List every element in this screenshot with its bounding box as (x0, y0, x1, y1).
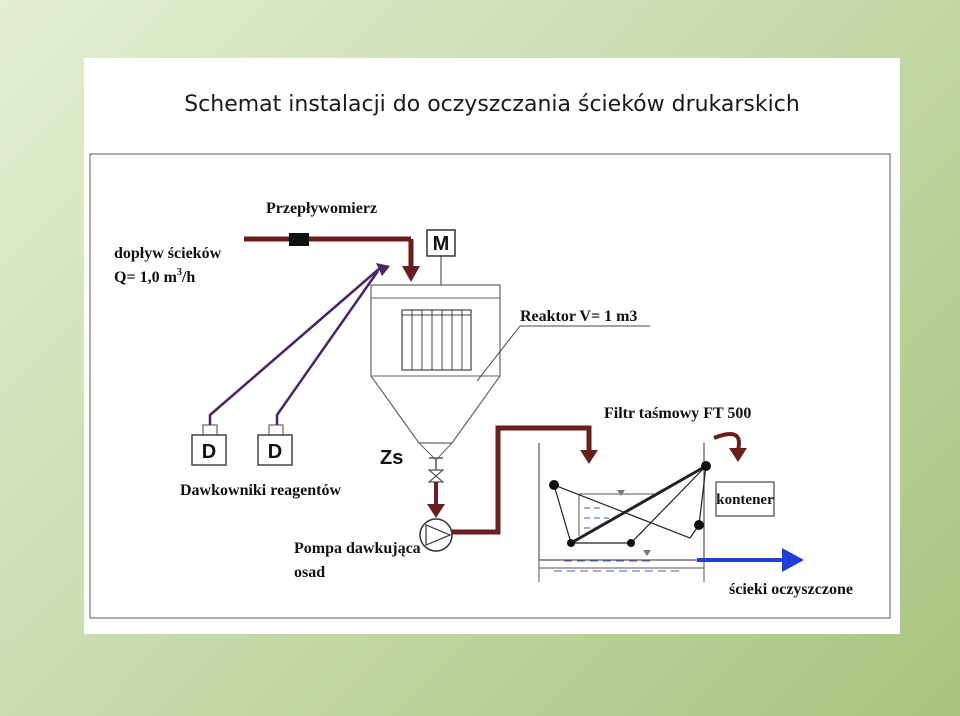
reagent-line-2 (275, 270, 380, 430)
valve-label: Zs (380, 447, 403, 469)
mixer-label: M (433, 233, 450, 255)
dosers-label: Dawkowniki reagentów (180, 482, 341, 499)
sludge-pipe-down (427, 482, 445, 518)
valve-icon (427, 457, 445, 483)
outflow-label: ścieki oczyszczone (729, 581, 853, 598)
inflow-rate-prefix: Q= 1,0 m (114, 269, 178, 286)
pump-label-line2: osad (294, 564, 325, 581)
doser-1-label: D (202, 441, 216, 463)
slide: Schemat instalacji do oczyszczania ściek… (84, 58, 900, 634)
process-diagram: M (89, 153, 891, 619)
inflow-rate-sup: 3 (177, 267, 182, 278)
doser-2: D (257, 424, 293, 466)
flowmeter-icon (289, 233, 309, 246)
doser-1: D (191, 424, 227, 466)
slide-title: Schemat instalacji do oczyszczania ściek… (184, 92, 800, 117)
pump-icon (419, 518, 453, 552)
curved-discharge-arrow (713, 432, 747, 462)
inflow-pipe (244, 236, 420, 282)
reactor-grate (401, 309, 472, 371)
reactor-leader (476, 325, 521, 382)
inflow-label-line2: Q= 1,0 m3/h (114, 267, 195, 286)
inflow-rate-suffix: /h (181, 269, 195, 286)
diagram-frame (89, 153, 891, 619)
reactor-label: Reaktor V= 1 m3 (520, 308, 637, 325)
pump-label-line1: Pompa dawkująca (294, 540, 421, 557)
container-label: kontener (716, 492, 774, 508)
filter-tank (538, 443, 705, 582)
flowmeter-label: Przepływomierz (266, 200, 377, 217)
outflow-arrow (697, 548, 804, 572)
filter-belt (549, 461, 711, 547)
reagent-line-1 (208, 263, 390, 430)
container-box (715, 481, 775, 517)
pump-to-filter-pipe (452, 425, 598, 535)
inflow-label-line1: dopływ ścieków (114, 245, 222, 262)
doser-2-label: D (268, 441, 282, 463)
filter-label: Filtr taśmowy FT 500 (604, 405, 751, 422)
